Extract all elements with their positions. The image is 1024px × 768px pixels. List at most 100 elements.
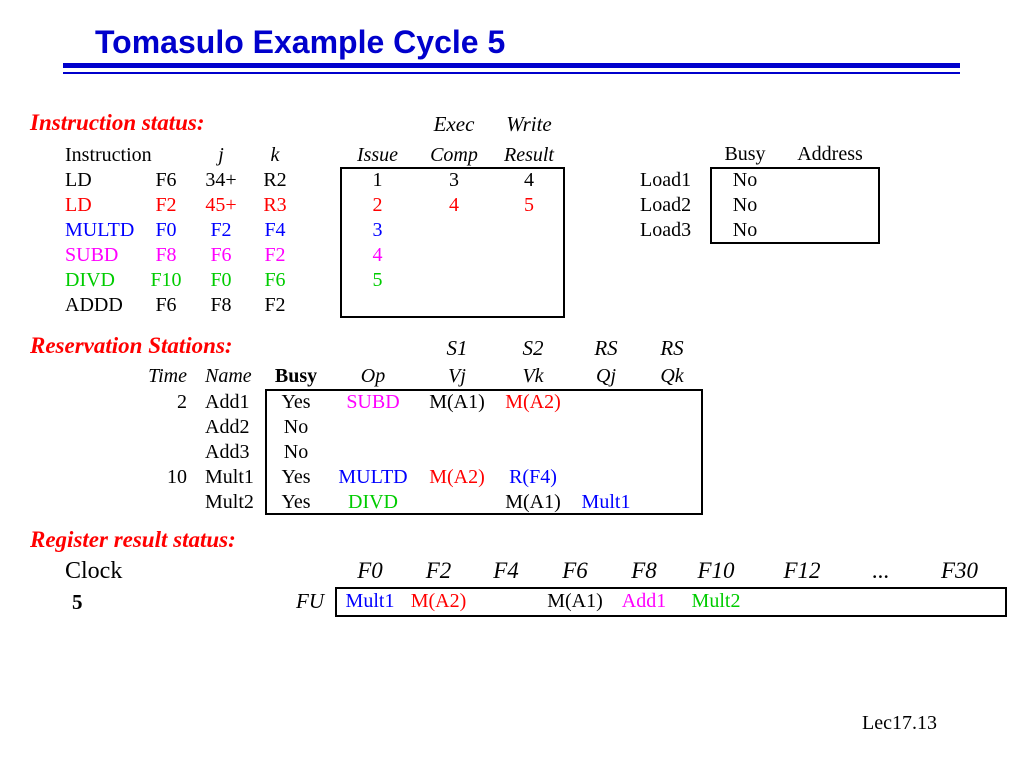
vk-col-header: Vk xyxy=(522,365,544,387)
spacer-cell xyxy=(300,143,340,168)
busy-cell: Yes xyxy=(281,391,311,413)
j-cell: 34+ xyxy=(205,169,237,191)
load-row: Load1 No xyxy=(640,168,880,193)
page-title: Tomasulo Example Cycle 5 xyxy=(95,24,506,60)
qk-cell xyxy=(641,415,703,440)
result-cell xyxy=(493,218,565,243)
instruction-status-heading: Instruction status: xyxy=(30,110,205,135)
j-cell: 45+ xyxy=(205,194,237,216)
register-header-row: F0 F2 F4 F6 F8 F10 F12 ... F30 xyxy=(335,554,1007,587)
name-col-header: Name xyxy=(205,365,252,387)
comp-col-header: Comp xyxy=(430,144,478,166)
fu-value-cell: Mult1 xyxy=(345,590,395,612)
time-cell: 10 xyxy=(167,466,187,488)
rs-row: Add3 No xyxy=(145,440,703,465)
register-header: F12 xyxy=(783,557,821,583)
spacer-cell xyxy=(300,218,340,243)
j-col-header: j xyxy=(218,144,224,166)
spacer-cell xyxy=(300,268,340,293)
fu-value-cell xyxy=(850,587,912,616)
op-cell xyxy=(327,415,419,440)
reservation-stations-heading: Reservation Stations: xyxy=(30,333,233,358)
op-cell: SUBD xyxy=(346,391,400,413)
k-cell: F4 xyxy=(264,219,286,241)
exec-header: Exec xyxy=(433,112,475,136)
j-cell: F2 xyxy=(210,219,232,241)
slide-number: Lec17.13 xyxy=(862,712,937,734)
vj-cell xyxy=(419,490,495,515)
op-cell: MULTD xyxy=(65,219,135,241)
result-col-header: Result xyxy=(504,144,554,166)
load-row: Load2 No xyxy=(640,193,880,218)
instruction-header-row: Instruction j k Issue Comp Result xyxy=(65,143,565,168)
title-rule-thin xyxy=(63,72,960,74)
load-row: Load3 No xyxy=(640,218,880,243)
k-cell: F2 xyxy=(264,244,286,266)
dest-cell: F10 xyxy=(150,269,182,291)
s1-header: S1 xyxy=(446,336,468,360)
busy-col-header: Busy xyxy=(274,365,318,387)
register-header: F6 xyxy=(562,557,588,583)
j-cell: F0 xyxy=(210,269,232,291)
rs-row: 2 Add1 Yes SUBD M(A1) M(A2) xyxy=(145,390,703,415)
k-cell: F2 xyxy=(264,294,286,316)
busy-cell: Yes xyxy=(281,466,311,488)
load-busy-cell: No xyxy=(732,194,758,216)
load-name-cell: Load3 xyxy=(640,219,692,241)
rs-qj-header: RS xyxy=(594,336,618,360)
dest-cell: F6 xyxy=(155,169,177,191)
op-col-header: Op xyxy=(360,365,386,387)
instruction-row: ADDD F6 F8 F2 xyxy=(65,293,565,318)
qk-cell xyxy=(641,465,703,490)
rs-row: 10 Mult1 Yes MULTD M(A2) R(F4) xyxy=(145,465,703,490)
j-cell: F6 xyxy=(210,244,232,266)
load-address-header: Address xyxy=(797,143,863,165)
k-cell: R2 xyxy=(263,169,287,191)
qj-cell xyxy=(571,440,641,465)
fu-value-cell xyxy=(912,587,1007,616)
instruction-row: DIVD F10 F0 F6 5 xyxy=(65,268,565,293)
instruction-row: MULTD F0 F2 F4 3 xyxy=(65,218,565,243)
qk-cell xyxy=(641,440,703,465)
clock-label: Clock xyxy=(65,558,123,584)
register-header: F2 xyxy=(425,557,452,583)
qj-cell xyxy=(571,390,641,415)
register-header: F8 xyxy=(631,557,657,583)
qk-cell xyxy=(641,390,703,415)
fu-value-cell: Mult2 xyxy=(691,590,741,612)
load-buffer-table: Load1 No Load2 No Load3 No xyxy=(640,168,880,243)
title-rule-thick xyxy=(63,63,960,68)
fu-value-cell: Add1 xyxy=(621,590,667,612)
fu-label: FU xyxy=(296,589,324,613)
name-cell: Mult2 xyxy=(205,491,254,513)
issue-col-header: Issue xyxy=(356,144,399,166)
result-cell xyxy=(493,268,565,293)
load-name-cell: Load2 xyxy=(640,194,692,216)
op-cell: SUBD xyxy=(65,244,119,266)
vj-col-header: Vj xyxy=(448,365,466,387)
vk-cell: M(A1) xyxy=(505,491,561,513)
k-cell: R3 xyxy=(263,194,287,216)
busy-cell: Yes xyxy=(281,491,311,513)
vj-cell xyxy=(419,415,495,440)
op-cell: DIVD xyxy=(348,491,398,513)
load-name-cell: Load1 xyxy=(640,169,692,191)
vk-cell: M(A2) xyxy=(505,391,561,413)
time-cell xyxy=(145,440,195,465)
dest-cell: F2 xyxy=(155,194,177,216)
issue-cell: 1 xyxy=(372,169,383,191)
time-col-header: Time xyxy=(148,365,187,387)
load-address-cell xyxy=(780,218,880,243)
issue-cell: 5 xyxy=(372,269,383,291)
qj-cell xyxy=(571,465,641,490)
fu-value-cell xyxy=(754,587,850,616)
instruction-row: LD F6 34+ R2 1 3 4 xyxy=(65,168,565,193)
vk-cell: R(F4) xyxy=(509,466,557,488)
op-cell: MULTD xyxy=(338,466,408,488)
result-cell: 5 xyxy=(524,194,534,216)
instruction-row: LD F2 45+ R3 2 4 5 xyxy=(65,193,565,218)
vj-cell: M(A2) xyxy=(429,466,485,488)
dest-cell: F0 xyxy=(155,219,177,241)
comp-cell xyxy=(415,218,493,243)
vj-cell xyxy=(419,440,495,465)
